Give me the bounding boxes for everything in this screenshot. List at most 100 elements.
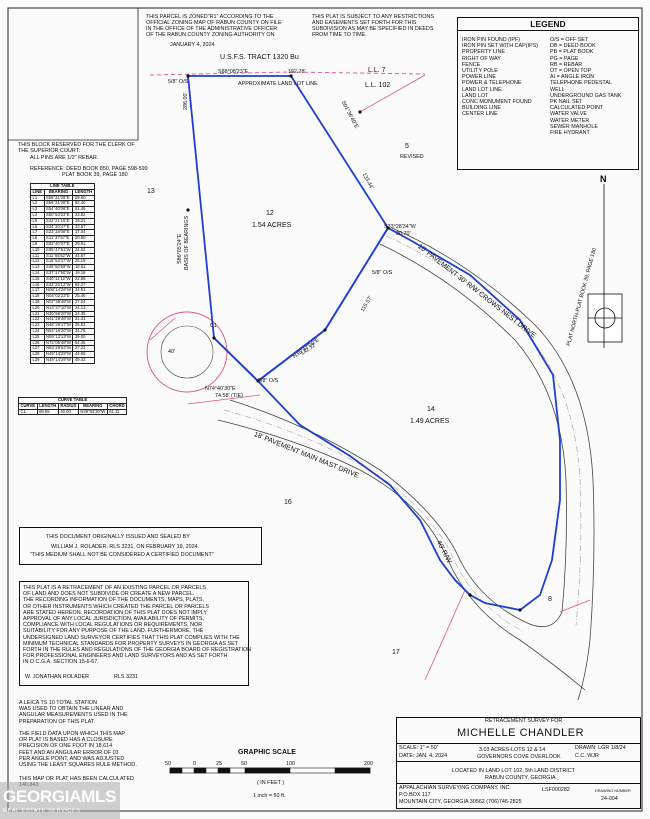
restrictions-1: THIS PLAT IS SUBJECT TO ANY RESTRICTIONS xyxy=(312,14,434,20)
cul-de-sac xyxy=(146,311,228,393)
lower-bearing: N74°40'30"E xyxy=(205,386,236,392)
revised-label: REVISED xyxy=(400,154,424,160)
lot-12-number: 12 xyxy=(266,210,274,217)
title-client: MICHELLE CHANDLER xyxy=(457,727,585,739)
scale-tick-3: 25 xyxy=(216,761,222,767)
closure-line: PER ANGLE POINT, AND WAS ADJUSTED xyxy=(19,755,125,762)
legend-left-item: IRON PIN FOUND (IPF) xyxy=(462,37,521,43)
curve-table-cell: N39°03'30"W xyxy=(77,408,108,416)
equipment-line: PREPARATION OF THIS PLAT. xyxy=(19,718,95,725)
restrictions-4: FROM TIME TO TIME. xyxy=(312,32,367,38)
radius-40: 40' xyxy=(168,349,176,355)
note-reference: REFERENCE: DEED BOOK 850, PAGE 598-599 xyxy=(30,166,148,172)
line-table-title: LINE TABLE xyxy=(30,183,95,190)
top-bearing: S88°08'23"E xyxy=(218,69,249,75)
lot-13: 13 xyxy=(147,188,155,195)
crows-nest-drive-ctr xyxy=(385,235,582,626)
legend-right-item: SEWER MANHOLE xyxy=(550,123,598,130)
title-block: RETRACEMENT SURVEY FOR MICHELLE CHANDLER… xyxy=(396,717,641,809)
certification-line: FORTH IN THE RULES AND REGULATIONS OF TH… xyxy=(23,647,252,654)
logo-tagline: REAL ESTATE SERVICES xyxy=(3,808,81,814)
certification-line: APPROVAL OF ANY LOCAL JURISDICTION, AVAI… xyxy=(23,616,204,623)
title-location-2: RABUN COUNTY, GEORGIA xyxy=(485,775,556,781)
legend-right-item: PB = PLAT BOOK xyxy=(550,49,594,56)
certification-line: FOR PROFESSIONAL ENGINEERS AND LAND SURV… xyxy=(23,653,228,660)
certification-text: THIS PLAT IS A RETRACEMENT OF AN EXISTIN… xyxy=(23,585,251,666)
line-table-cell: 92.40 xyxy=(72,200,95,208)
graphic-scale-title: GRAPHIC SCALE xyxy=(238,749,296,756)
restrictions-3: SUBDIVISION AS MAY BE SPECIFIED IN DEEDS xyxy=(312,26,434,32)
scale-tick-5: 100 xyxy=(286,761,295,767)
scale-tick-2: 0 xyxy=(193,761,196,767)
surveyor-rls: RLS 3231 xyxy=(114,674,138,680)
lot-16: 16 xyxy=(284,499,292,506)
title-acres: 3.03 ACRES-LOTS 12 & 14 xyxy=(479,747,546,753)
calc-line: THIS MAP OR PLAT HAS BEEN CALCULATED xyxy=(19,776,134,782)
zoning-note-1: THIS PARCEL IS ZONED"R1" ACCORDING TO TH… xyxy=(146,14,274,20)
lot-line-8 xyxy=(559,599,591,613)
seal-box: THIS DOCUMENT ORIGINALLY ISSUED AND SEAL… xyxy=(19,527,262,565)
title-company: APPALACHIAN SURVEYING COMPANY, INC. xyxy=(399,785,511,791)
legend-left-item: IRON PIN SET WITH CAP(IPS) xyxy=(462,43,538,50)
legend-right-item: RB = REBAR xyxy=(550,61,583,68)
certification-box: THIS PLAT IS A RETRACEMENT OF AN EXISTIN… xyxy=(19,581,251,686)
lot-8: 8 xyxy=(548,596,552,603)
certification-line: THIS PLAT IS A RETRACEMENT OF AN EXISTIN… xyxy=(23,585,206,591)
lot-14-boundary xyxy=(257,226,561,611)
certification-line: COMPLIANCE WITH LOCAL REGULATIONS OR REQ… xyxy=(23,622,203,629)
legend-left-item: BUILDING LINE xyxy=(462,105,501,112)
lot-line-13 xyxy=(149,317,176,341)
main-mast-drive-ctr xyxy=(223,409,523,632)
line-table-cell: 33.67 xyxy=(72,223,95,231)
legend-right-item: WELL xyxy=(550,86,565,93)
lot-5: 5 xyxy=(405,143,409,150)
lot-14-number: 14 xyxy=(427,406,435,413)
note-platbook: PLAT BOOK 39, PAGE 180 xyxy=(62,172,128,178)
line-table-cell: 24.02 xyxy=(72,246,95,254)
certification-line: UNDERSIGNED LAND SURVEYOR CERTIFIES THAT… xyxy=(23,634,240,641)
zoning-note-2: OFFICIAL ZONING MAP OF RABUN COUNTY ON F… xyxy=(146,20,282,26)
approx-ll-line: APPROXIMATE LAND LOT LINE xyxy=(238,81,318,87)
legend-right-item: PK NAIL SET xyxy=(550,99,583,106)
legend-left-item: RIGHT OF WAY xyxy=(462,55,501,62)
crows-nest-drive-outer xyxy=(391,227,595,701)
line-table-cell: 17.04 xyxy=(72,229,95,237)
lot-12-acres: 1.54 ACRES xyxy=(252,222,292,229)
certification-line: THE RECORDING INFORMATION OF THE DOCUMEN… xyxy=(23,597,204,604)
ne-bearing: S33°28'34"W xyxy=(384,224,416,230)
georgiamls-logo: GEORGIAMLS REAL ESTATE SERVICES xyxy=(0,782,120,819)
basis-of-bearings: BASIS OF BEARINGS xyxy=(184,215,190,270)
usfs-tract: U.S.F.S. TRACT 1320 Bu xyxy=(220,54,299,61)
title-date: DATE: JAN. 4, 2024 xyxy=(399,753,448,759)
legend-right-item: FIRE HYDRANT xyxy=(550,130,590,137)
title-address: MOUNTAIN CITY, GEORGIA 30562 (706)746-28… xyxy=(399,799,522,805)
certification-line: OF LAND AND DOES NOT SUBDIVIDE OR CREATE… xyxy=(23,591,195,598)
closure-line: PRECISION OF ONE FOOT IN 18,614 xyxy=(19,743,113,750)
closure-line: FEET AND AN ANGULAR ERROR OF 03 xyxy=(19,749,119,756)
top-distance: 192.78' xyxy=(288,69,306,75)
scale-tick-4: 50 xyxy=(241,761,247,767)
pin-note-3: 5/8" O/S xyxy=(258,378,279,384)
line-table-cell: 59.60 xyxy=(72,194,95,202)
title-license: LSF000282 xyxy=(542,787,570,793)
west-bearing: S86°05'24"E xyxy=(177,233,183,264)
certification-line: OR OTHER INSTRUMENTS WHICH CREATED THE P… xyxy=(23,603,209,610)
curve-table-cell: C1 xyxy=(18,408,38,416)
graphic-scale-bar xyxy=(169,767,371,774)
legend-left-item: PROPERTY LINE xyxy=(462,49,505,56)
line-table-cell: 49.43 xyxy=(72,356,95,364)
title-header: RETRACEMENT SURVEY FOR xyxy=(485,718,563,724)
legend-right-item: CALCULATED POINT xyxy=(550,105,604,112)
north-n: N xyxy=(600,174,607,184)
